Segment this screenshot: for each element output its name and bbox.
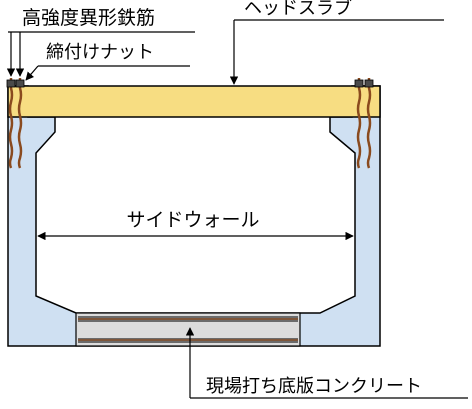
nut-leader <box>25 65 190 81</box>
base-slab <box>75 312 301 347</box>
rebar-label: 高強度異形鉄筋 <box>22 7 155 29</box>
rebar-right <box>356 78 372 169</box>
base-slab-label: 現場打ち底版コンクリート <box>206 376 422 397</box>
rebar-leader <box>6 31 195 77</box>
head-slab-leader <box>229 19 444 85</box>
rebar-left <box>8 78 23 169</box>
head-slab-label: ヘッドスラブ <box>244 0 352 19</box>
nut-label: 締付けナット <box>46 42 154 63</box>
side-wall-label: サイドウォール <box>126 209 259 231</box>
tightening-nuts <box>6 79 374 88</box>
head-slab <box>7 85 381 118</box>
base-slab-leader <box>185 327 468 399</box>
